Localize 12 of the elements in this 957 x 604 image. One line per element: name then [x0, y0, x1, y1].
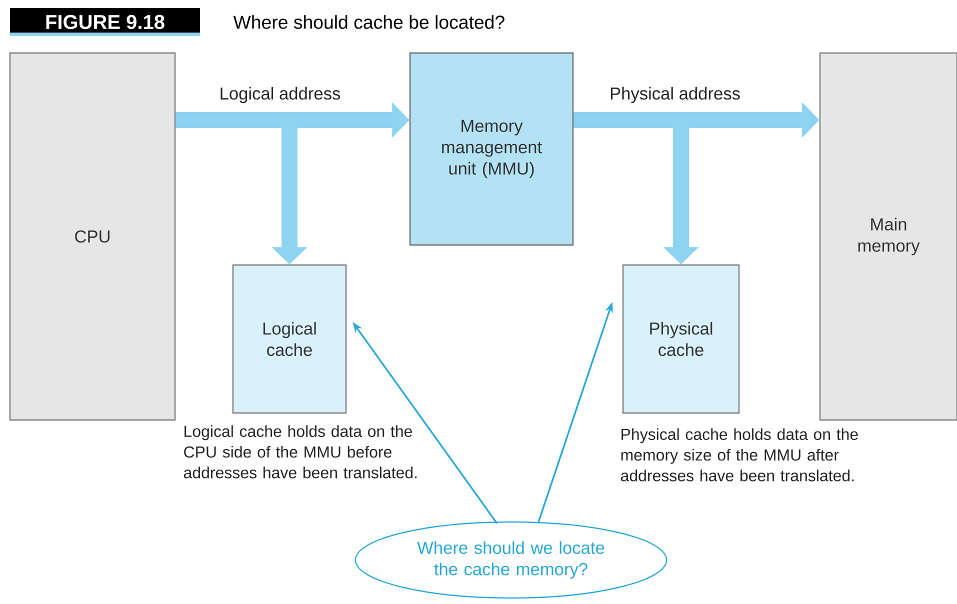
edge-label: Physical address: [610, 86, 740, 104]
figure-title: Where should cache be located?: [233, 15, 504, 29]
description-text: Logical cache holds data on the CPU side of the MMU before addresses have been translated.: [184, 425, 417, 478]
callout-bubble: Where should we locate the cache memory?: [354, 521, 668, 599]
description-text: Physical cache holds data on the memory size of the MMU after addresses have been translated.: [620, 428, 858, 482]
edge-label: Logical address: [220, 86, 340, 104]
memory-box: Main memory: [819, 52, 957, 421]
figure-label: FIGURE 9.18: [10, 8, 200, 36]
cpu-box: CPU: [9, 52, 176, 421]
mmu-box: Memory management unit (MMU): [409, 52, 574, 246]
cache-box: Physical cache: [622, 264, 740, 414]
cache-box: Logical cache: [232, 264, 347, 414]
